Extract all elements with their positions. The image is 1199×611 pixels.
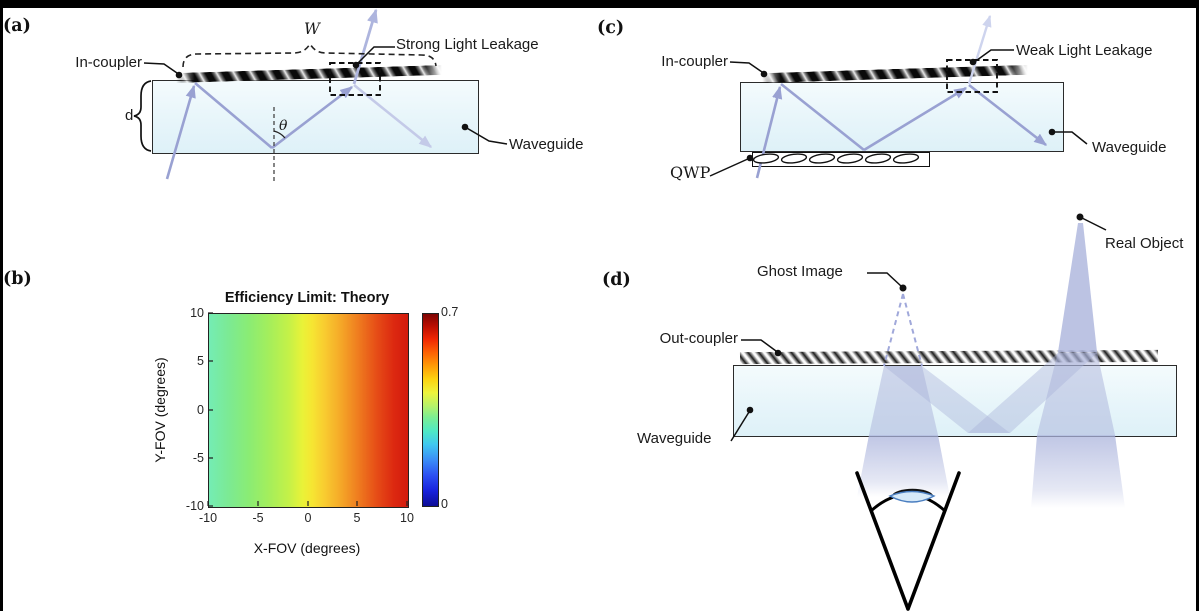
strong-leakage-label-a: Strong Light Leakage: [396, 36, 539, 53]
real-object-leader: [1081, 217, 1107, 231]
frame-top-border: [0, 0, 1199, 8]
y-tick-0: 0: [197, 403, 204, 417]
in-coupler-label-a: In-coupler: [75, 54, 142, 71]
thickness-symbol-a: d: [125, 107, 134, 124]
ghost-image-dot: [899, 284, 907, 292]
x-tick-10: 10: [400, 511, 414, 525]
eye: [855, 471, 961, 611]
in-coupler-leader-a: [143, 62, 178, 74]
colorbar-max-label: 0.7: [441, 305, 459, 319]
panel-b-label: (b): [3, 269, 32, 289]
eye-lens: [888, 490, 936, 503]
in-coupler-label-c: In-coupler: [661, 53, 728, 70]
waveguide-a: [152, 80, 479, 154]
in-coupler-grating-c: [761, 64, 1029, 84]
weak-leakage-label-c: Weak Light Leakage: [1016, 42, 1153, 59]
y-tick-neg10: -10: [185, 499, 204, 513]
out-coupler-grating-d: [739, 349, 1159, 365]
x-tick-0: 0: [304, 511, 312, 525]
waveguide-label-d: Waveguide: [637, 430, 712, 447]
waveguide-label-a: Waveguide: [509, 136, 584, 153]
heatmap-plot-area: [208, 313, 409, 508]
real-object-label: Real Object: [1105, 235, 1184, 252]
x-tick-5: 5: [353, 511, 361, 525]
thickness-brace-a: [133, 80, 152, 152]
panel-c-label: (c): [597, 18, 625, 38]
waveguide-label-c: Waveguide: [1092, 139, 1167, 156]
real-object-cone-lower: [1031, 435, 1125, 508]
leakage-leader-a: [355, 46, 395, 66]
panel-d-label: (d): [602, 270, 631, 290]
x-tick-neg5: -5: [252, 511, 264, 525]
frame-left-border: [0, 0, 3, 611]
y-tick-neg5: -5: [192, 451, 204, 465]
real-object-dot: [1076, 213, 1084, 221]
colorbar: [422, 313, 439, 507]
width-symbol-a: W: [304, 20, 320, 38]
waveguide-c: [740, 82, 1064, 152]
eye-view-cone-lines: [855, 471, 961, 611]
x-tick-neg10: -10: [198, 511, 218, 525]
angle-symbol-a: θ: [279, 118, 288, 134]
y-tick-5: 5: [197, 354, 204, 368]
ghost-image-leader: [867, 272, 902, 287]
x-axis-label: X-FOV (degrees): [253, 540, 361, 556]
real-object-cone-upper: [1058, 223, 1097, 352]
chart-title: Efficiency Limit: Theory: [224, 290, 390, 306]
colorbar-min-label: 0: [441, 497, 448, 511]
y-axis-label: Y-FOV (degrees): [151, 357, 168, 463]
eye-iris: [892, 488, 933, 495]
eye-cone-lower: [857, 435, 950, 497]
waveguide-d: [733, 365, 1177, 437]
qwp-leader: [709, 157, 751, 177]
panel-a-label: (a): [3, 16, 31, 36]
in-coupler-leader-c: [729, 61, 763, 73]
qwp-plate: [752, 152, 930, 167]
leakage-leader-c: [972, 49, 1014, 64]
out-coupler-leader: [741, 339, 777, 352]
qwp-label: QWP: [670, 163, 711, 182]
eye-eyelid-arc: [871, 493, 945, 512]
frame-right-border: [1196, 0, 1199, 611]
ghost-image-label: Ghost Image: [757, 263, 843, 280]
y-tick-10: 10: [190, 306, 204, 320]
out-coupler-label: Out-coupler: [659, 330, 738, 347]
leakage-dot-c: [969, 58, 977, 66]
